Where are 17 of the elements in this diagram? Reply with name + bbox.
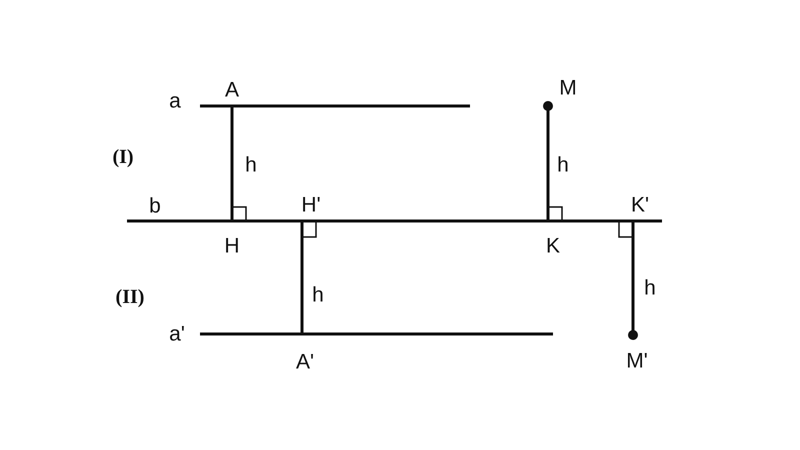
line-label: a — [169, 90, 181, 112]
region-label: (I) — [112, 147, 134, 167]
point-label: A — [225, 80, 239, 100]
point-label: H' — [301, 194, 321, 216]
point-label: A' — [296, 352, 314, 372]
line-label: b — [149, 196, 161, 216]
region-label: (II) — [116, 287, 144, 307]
distance-label: h — [644, 278, 656, 298]
point-label: K — [546, 236, 560, 256]
distance-label: h — [312, 284, 324, 306]
distance-label: h — [245, 154, 257, 176]
distance-label: h — [557, 154, 569, 176]
point-label: K' — [630, 194, 650, 216]
point-label: M — [559, 78, 577, 98]
line-label: a' — [169, 324, 185, 344]
point-label: H — [224, 236, 240, 256]
point-label: M' — [626, 350, 648, 372]
